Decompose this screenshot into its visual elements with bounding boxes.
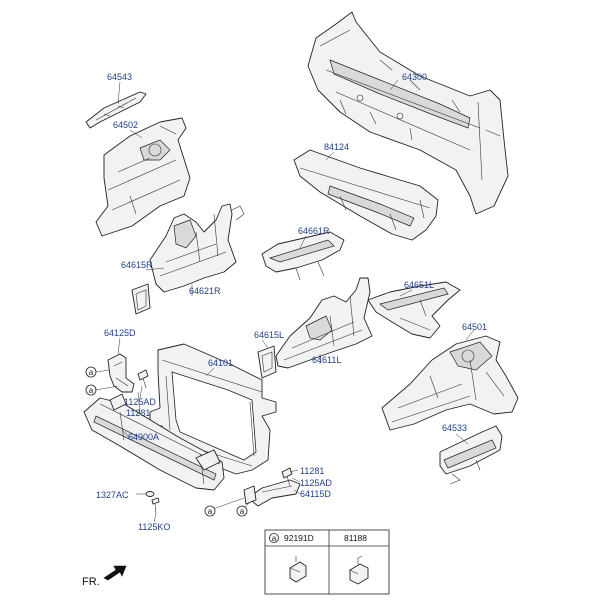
label-64661R: 64661R <box>298 226 330 236</box>
part-64533 <box>439 425 503 485</box>
label-64615L: 64615L <box>254 330 284 340</box>
label-64533: 64533 <box>442 423 467 433</box>
label-64115D: 64115D <box>300 489 331 499</box>
callout-a-4: a <box>236 505 248 517</box>
label-11281-upper: 11281 <box>126 408 150 418</box>
front-direction-arrow-icon <box>103 565 127 581</box>
part-64501 <box>381 335 519 431</box>
part-64502 <box>95 117 191 237</box>
label-84124: 84124 <box>324 142 349 152</box>
legend-clip-81188 <box>349 555 369 585</box>
label-64543: 64543 <box>107 72 132 82</box>
part-64615R <box>131 283 151 315</box>
label-64615R: 64615R <box>121 260 153 270</box>
label-64101: 64101 <box>208 358 233 368</box>
leader-lines <box>95 79 475 523</box>
legend-marker: a <box>272 534 277 543</box>
fastener-legend: a 92191D 81188 <box>264 529 390 595</box>
label-64501: 64501 <box>462 322 487 332</box>
fastener-nut-1327AC <box>145 491 155 497</box>
front-direction-text: FR. <box>82 576 100 588</box>
callout-a-2-text: a <box>89 386 94 395</box>
front-direction-indicator: FR. <box>82 565 127 588</box>
callout-a-3-text: a <box>208 507 213 516</box>
callout-a-1: a <box>85 366 97 378</box>
callout-a-1-text: a <box>89 368 94 377</box>
label-64900A: 64900A <box>128 432 159 442</box>
label-1125AD-lower: 1125AD <box>300 478 332 488</box>
legend-clip-92191D <box>289 556 307 583</box>
part-64125D <box>107 353 135 393</box>
legend-col2-header: 81188 <box>344 533 367 543</box>
label-1327AC: 1327AC <box>96 490 129 500</box>
label-64125D: 64125D <box>104 328 136 338</box>
callout-a-3: a <box>204 505 216 517</box>
label-64621R: 64621R <box>189 286 221 296</box>
part-64300 <box>307 11 509 215</box>
fastener-bolt-lower-right <box>281 467 293 487</box>
label-64651L: 64651L <box>404 280 434 290</box>
label-64502: 64502 <box>113 120 138 130</box>
part-64611L <box>275 277 373 369</box>
part-64621R <box>149 203 245 293</box>
part-64115D <box>243 479 301 507</box>
label-11281-lower: 11281 <box>300 466 324 476</box>
label-64611L: 64611L <box>312 355 341 365</box>
fastener-bolt-upper <box>137 369 149 389</box>
part-64651L <box>367 281 461 339</box>
part-64661R <box>261 231 345 281</box>
callout-a-2: a <box>85 384 97 396</box>
part-64615L <box>257 345 277 379</box>
label-1125KO: 1125KO <box>138 522 170 532</box>
fastener-bolt-1125KO <box>151 497 160 515</box>
label-1125AD-upper: 1125AD <box>124 397 156 407</box>
part-84124 <box>293 149 439 241</box>
legend-col1-header: 92191D <box>284 533 314 543</box>
part-64900A <box>83 393 225 491</box>
label-64300: 64300 <box>402 72 427 82</box>
callout-a-4-text: a <box>240 507 245 516</box>
part-64543 <box>85 91 147 129</box>
